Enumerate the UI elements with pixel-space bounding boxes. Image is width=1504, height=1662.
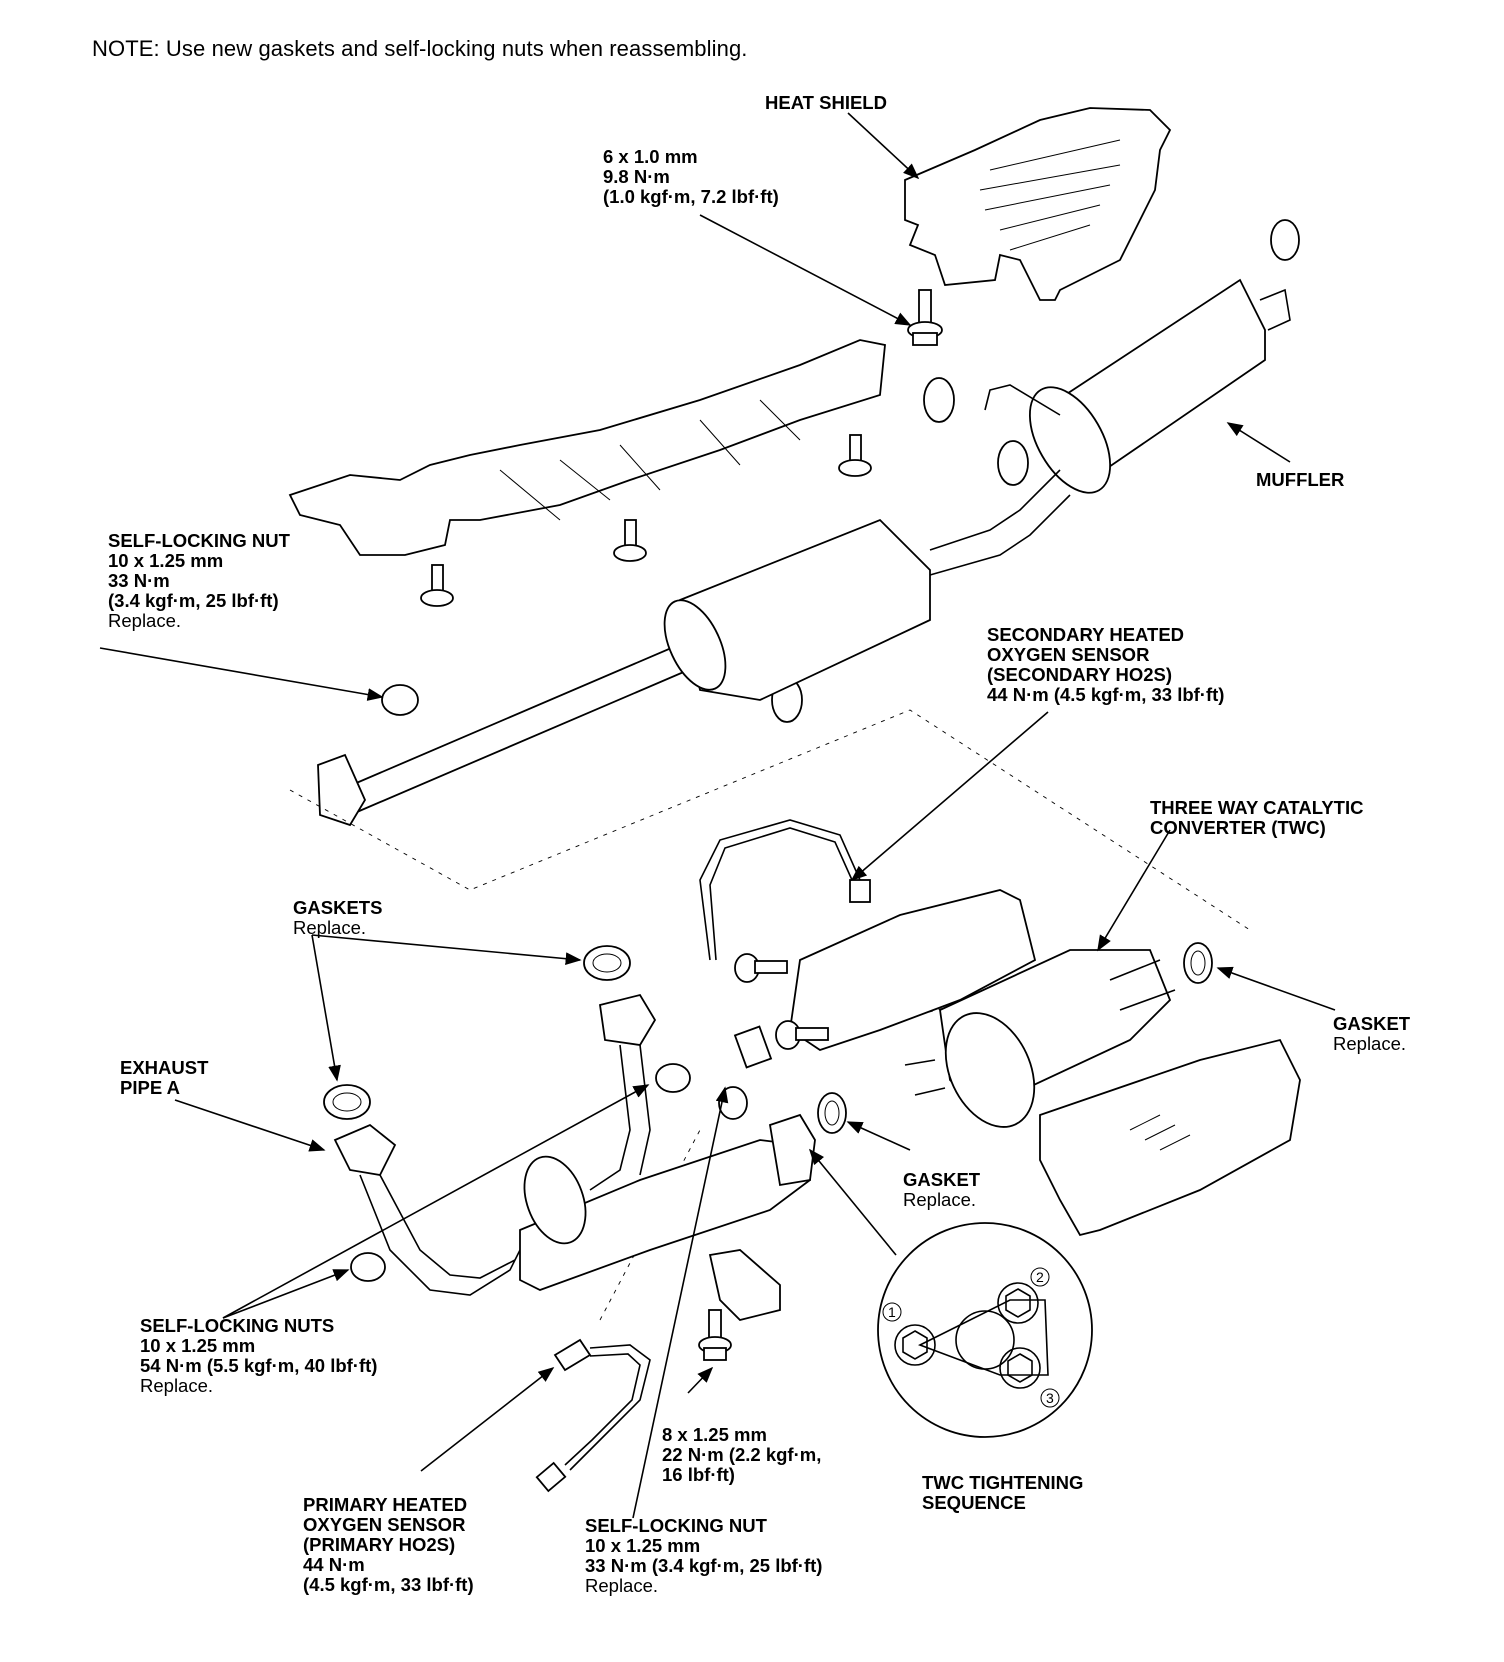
rear-heat-shield [904, 107, 1172, 301]
front-heat-shield [288, 339, 886, 556]
seq-step-1: 1 [888, 1304, 896, 1320]
label-bolt-6x1: 6 x 1.0 mm 9.8 N·m (1.0 kgf·m, 7.2 lbf·f… [603, 146, 779, 207]
twc-heat-shield-bolts [734, 953, 829, 1050]
muffler-part [984, 278, 1291, 494]
label-self-locking-nut-bottom: SELF-LOCKING NUT 10 x 1.25 mm 33 N·m (3.… [585, 1515, 823, 1596]
label-twc: THREE WAY CATALYTIC CONVERTER (TWC) [1150, 797, 1364, 838]
bolt-2 [997, 1282, 1039, 1324]
label-secondary-ho2s: SECONDARY HEATED OXYGEN SENSOR (SECONDAR… [987, 624, 1225, 705]
label-heat-shield: HEAT SHIELD [765, 92, 887, 113]
bolt-3 [999, 1347, 1041, 1389]
leader-lines [99, 112, 1336, 1519]
center-pipe-resonator [317, 469, 1071, 827]
label-gasket-right: GASKET Replace. [1333, 1013, 1411, 1054]
twc-lower-heat-shield [1039, 1038, 1301, 1237]
twc-sequence-inset: 1 2 3 [877, 1222, 1093, 1438]
primary-oxygen-sensor [535, 1338, 651, 1493]
catalytic-converter [904, 949, 1176, 1128]
label-primary-ho2s: PRIMARY HEATED OXYGEN SENSOR (PRIMARY HO… [303, 1494, 474, 1595]
bracket-bolt [698, 1309, 732, 1361]
front-shield-bolts [420, 434, 872, 607]
exhaust-pipe-a [333, 993, 816, 1296]
seq-step-2: 2 [1036, 1269, 1044, 1285]
alignment-lines [289, 709, 1251, 1321]
label-gaskets: GASKETS Replace. [293, 897, 383, 938]
note-text: NOTE: Use new gaskets and self-locking n… [92, 36, 748, 61]
label-twc-sequence: TWC TIGHTENING SEQUENCE [922, 1472, 1084, 1513]
secondary-oxygen-sensor [699, 819, 871, 1069]
pipe-bracket [708, 1249, 781, 1321]
label-gasket-center: GASKET Replace. [903, 1169, 981, 1210]
rubber-hangers [771, 219, 1300, 723]
seq-step-3: 3 [1046, 1390, 1054, 1406]
bolt-1 [894, 1324, 936, 1366]
self-locking-nut-top [381, 684, 419, 716]
label-bolt-8x125: 8 x 1.25 mm 22 N·m (2.2 kgf·m, 16 lbf·ft… [662, 1424, 822, 1485]
gaskets [323, 942, 1213, 1134]
label-exhaust-pipe-a: EXHAUST PIPE A [120, 1057, 209, 1098]
self-locking-nuts [350, 1063, 748, 1282]
label-muffler: MUFFLER [1256, 469, 1345, 490]
label-self-locking-nuts: SELF-LOCKING NUTS 10 x 1.25 mm 54 N·m (5… [140, 1315, 378, 1396]
label-self-locking-nut-top: SELF-LOCKING NUT 10 x 1.25 mm 33 N·m (3.… [108, 530, 290, 631]
heat-shield-bolt [907, 289, 943, 346]
